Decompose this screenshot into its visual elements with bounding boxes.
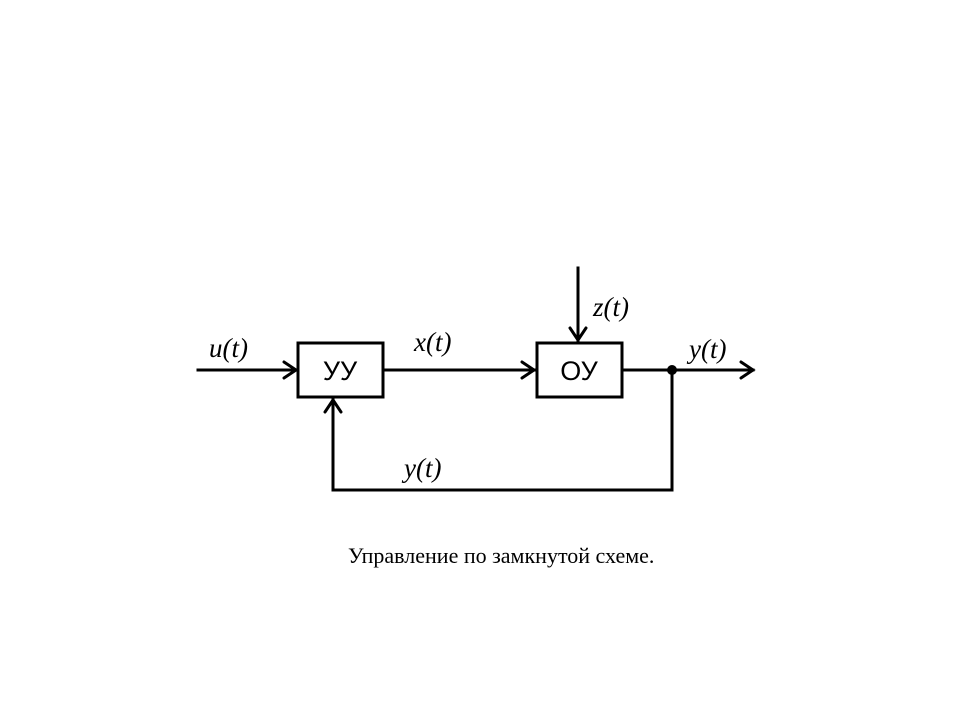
- feedback-signal-label: y(t): [401, 453, 441, 483]
- disturbance-arrow: [568, 266, 588, 343]
- control-arrow: [382, 360, 537, 380]
- input-arrow: [196, 360, 299, 380]
- control-arrowhead: [520, 360, 537, 380]
- plant-block: ОУ: [535, 341, 624, 399]
- plant-label: ОУ: [560, 356, 598, 386]
- plant-box: [535, 341, 624, 399]
- feedback-arrow: [323, 368, 674, 492]
- disturbance-arrowhead: [568, 326, 588, 343]
- input-signal-label: u(t): [209, 333, 248, 363]
- feedback-line: [331, 368, 674, 492]
- controller-block: УУ: [296, 341, 385, 399]
- control-signal-label: x(t): [413, 327, 451, 357]
- diagram-caption: Управление по замкнутой схеме.: [348, 543, 654, 568]
- input-arrowhead: [282, 360, 299, 380]
- feedback-arrowhead: [323, 397, 343, 414]
- output-arrowhead: [739, 360, 756, 380]
- output-signal-label: y(t): [686, 334, 726, 364]
- output-arrow: [621, 360, 756, 380]
- disturbance-signal-label: z(t): [592, 292, 629, 322]
- controller-label: УУ: [323, 356, 358, 386]
